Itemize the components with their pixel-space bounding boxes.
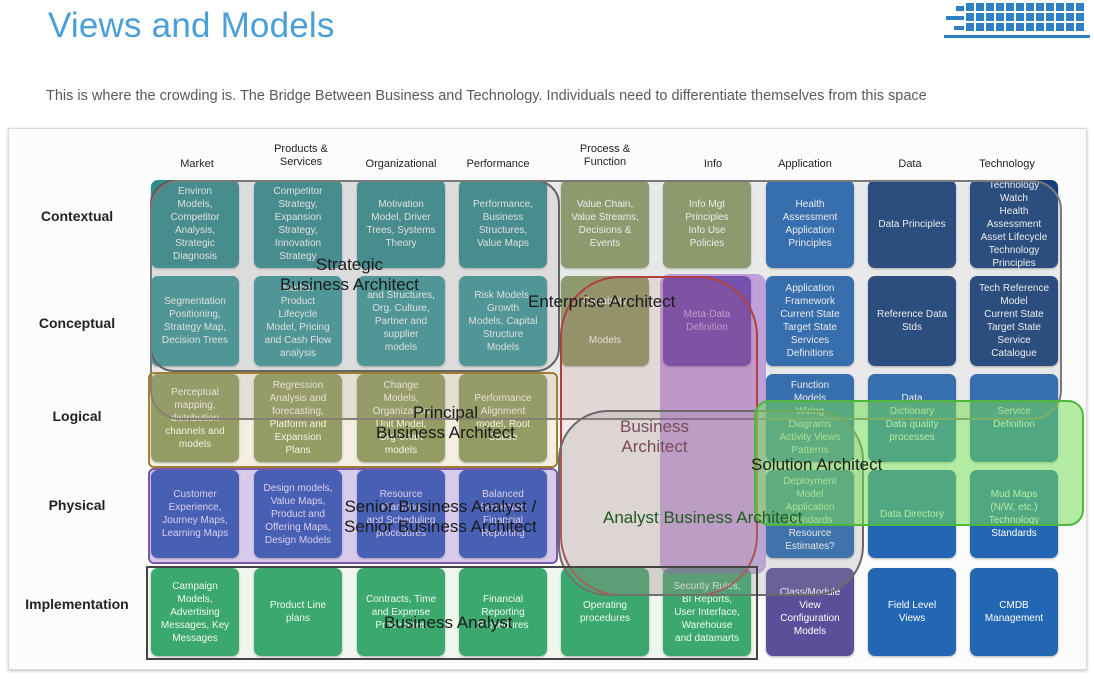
label-senior-business-analyst: Senior Business Analyst / Senior Busines… [344,497,537,536]
cell-implementation-data: Field Level Views [868,568,956,656]
cell-physical-market: Customer Experience, Journey Maps, Learn… [151,470,239,558]
col-header-performance: Performance [466,158,530,170]
col-header-data: Data [898,158,922,170]
cell-implementation-application: Class/Module View Configuration Models [766,568,854,656]
cell-conceptual-application: Application Framework Current State Targ… [766,276,854,366]
col-header-organizational: Organizational [365,158,437,170]
cell-physical-performance: Balanced Scorecard Financial Reporting [459,470,547,558]
label-strategic-business-architect: Strategic Business Architect [280,255,419,294]
cell-conceptual-data: Reference Data Stds [868,276,956,366]
cell-contextual-process: Value Chain, Value Streams, Decisions & … [561,180,649,268]
cell-contextual-info: Info Mgt Principles Info Use Policies [663,180,751,268]
cell-physical-products: Design models, Value Maps, Product and O… [254,470,342,558]
cell-conceptual-performance: Risk Models, Growth Models, Capital Stru… [459,276,547,366]
cell-contextual-performance: Performance, Business Structures, Value … [459,180,547,268]
col-header-products: Products & Services [274,143,328,168]
row-header-logical: Logical [52,408,102,424]
cell-physical-technology: Mud Maps (N/W, etc.) Technology Standard… [970,470,1058,558]
cell-implementation-performance: Financial Reporting Procedures [459,568,547,656]
cell-contextual-market: Environ Models, Competitor Analysis, Str… [151,180,239,268]
cell-logical-application: Function Models Wiring Diagrams Activity… [766,374,854,462]
cell-contextual-organizational: Motivation Model, Driver Trees, Systems … [357,180,445,268]
cell-conceptual-info: Meta-Data Definition [663,276,751,366]
label-solution-architect: Solution Architect [751,455,883,474]
cell-contextual-data: Data Principles [868,180,956,268]
cell-contextual-products: Competitor Strategy, Expansion Strategy,… [254,180,342,268]
cell-logical-data: Data Dictionary Data quality processes [868,374,956,462]
cell-conceptual-products: Market Product Lifecycle Model, Pricing … [254,276,342,366]
cell-conceptual-process: Capability Models [561,276,649,366]
cell-logical-products: Regression Analysis and forecasting, Pla… [254,374,342,462]
cell-contextual-application: Health Assessment Application Principles [766,180,854,268]
label-principal-business-architect: Principal Business Architect [376,403,515,442]
subtitle: This is where the crowding is. The Bridg… [46,88,927,104]
label-analyst-business-architect: Analyst Business Architect [603,508,803,527]
cell-implementation-products: Product Line plans [254,568,342,656]
col-header-info: Info [703,158,723,170]
cell-physical-data: Data Directory [868,470,956,558]
col-header-process: Process & Function [579,143,631,168]
row-header-implementation: Implementation [25,596,129,612]
label-business-analyst: Business Analyst [384,613,513,632]
col-header-technology: Technology [979,158,1035,170]
cell-implementation-organizational: Contracts, Time and Expense Procedures [357,568,445,656]
page-title: Views and Models [48,6,335,45]
col-header-market: Market [180,158,214,170]
cell-implementation-info: Security Rules, BI Reports, User Interfa… [663,568,751,656]
cell-implementation-process: Operating procedures [561,568,649,656]
cell-physical-organizational: Resource Planning and Scheduling procedu… [357,470,445,558]
cell-conceptual-organizational: and Structures, Org. Culture, Partner an… [357,276,445,366]
col-header-application: Application [778,158,832,170]
row-header-contextual: Contextual [40,208,114,224]
label-enterprise-architect: Enterprise Architect [528,292,676,311]
label-business-architect: Business Architect [620,417,689,456]
grid-logo-icon [944,3,1090,38]
cell-logical-market: Perceptual mapping, distribution channel… [151,374,239,462]
cell-logical-technology: Service Definition [970,374,1058,462]
row-header-physical: Physical [48,497,106,513]
cell-implementation-market: Campaign Models, Advertising Messages, K… [151,568,239,656]
cell-implementation-technology: CMDB Management [970,568,1058,656]
cell-contextual-technology: Technology Watch Health Assessment Asset… [970,180,1058,269]
cell-conceptual-technology: Tech Reference Model Current State Targe… [970,276,1058,366]
row-header-conceptual: Conceptual [38,315,116,331]
cell-conceptual-market: Segmentation Positioning, Strategy Map, … [151,276,239,366]
